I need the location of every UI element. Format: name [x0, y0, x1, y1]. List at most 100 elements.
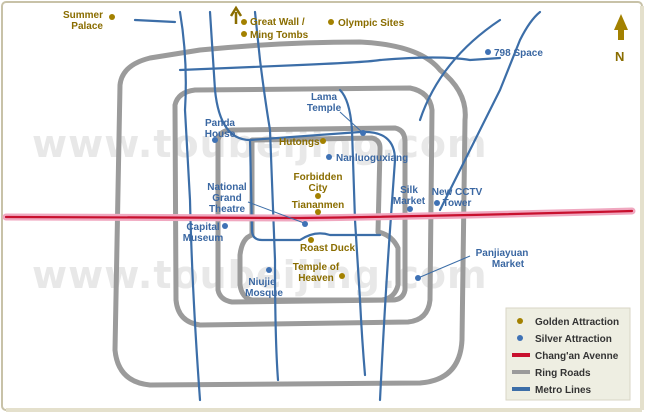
- attraction-label: Capital: [186, 222, 220, 233]
- attraction-panjiayuan-market[interactable]: Panjiayuan Market: [415, 248, 528, 281]
- attraction-label: Tower: [443, 198, 472, 209]
- attraction-niujie-mosque[interactable]: Niujie Mosque: [245, 267, 283, 299]
- attraction-label: Great Wall /: [250, 17, 305, 28]
- attraction-label: Summer: [63, 10, 103, 21]
- attraction-nanluoguxiang[interactable]: Nanluoguxiang: [326, 153, 408, 164]
- attraction-label: New CCTV: [432, 187, 483, 198]
- metro-line-6: [133, 18, 177, 24]
- legend-ring-swatch: [512, 370, 530, 374]
- attraction-label: City: [309, 183, 328, 194]
- legend-avenue-label: Chang'an Avenne: [535, 351, 619, 362]
- ring-road-2nd: [237, 135, 401, 303]
- changan-avenue: [4, 209, 634, 220]
- attraction-label: Grand: [212, 193, 241, 204]
- metro-line-7: [248, 138, 382, 242]
- golden-attraction-marker: [315, 193, 321, 199]
- attraction-label: 798 Space: [494, 48, 543, 59]
- attraction-798-space[interactable]: 798 Space: [485, 48, 543, 59]
- attraction-tiananmen[interactable]: Tiananmen: [292, 200, 345, 215]
- watermark-bottom: www.toubeijing.com: [32, 253, 488, 297]
- attraction-great-wall[interactable]: Great Wall / Ming Tombs: [229, 5, 309, 41]
- map-legend: Golden Attraction Silver Attraction Chan…: [505, 307, 631, 401]
- silver-attraction-marker: [212, 137, 218, 143]
- silver-attraction-marker: [266, 267, 272, 273]
- legend-ring-label: Ring Roads: [535, 368, 591, 379]
- silver-attraction-marker: [407, 206, 413, 212]
- leader-national-theatre: [247, 201, 305, 224]
- legend-avenue-swatch: [512, 353, 530, 357]
- attraction-label: Lama: [311, 92, 338, 103]
- attraction-national-grand-theatre[interactable]: National Grand Theatre: [207, 182, 308, 227]
- attraction-silk-market[interactable]: Silk Market: [393, 185, 426, 212]
- attraction-lama-temple[interactable]: Lama Temple: [307, 92, 366, 136]
- legend-silver-label: Silver Attraction: [535, 334, 612, 345]
- attraction-label: Heaven: [298, 273, 334, 284]
- metro-line-9: [418, 18, 502, 122]
- attraction-label: Roast Duck: [300, 243, 355, 254]
- legend-golden-marker: [517, 318, 523, 324]
- map-frame-shadow: [6, 408, 642, 412]
- metro-line-3: [253, 10, 280, 382]
- attraction-label: Temple: [307, 103, 342, 114]
- attraction-label: Olympic Sites: [338, 18, 405, 29]
- north-arrow-icon: [614, 14, 628, 40]
- attraction-label: Niujie: [248, 277, 276, 288]
- attraction-label: Market: [393, 196, 426, 207]
- attraction-capital-museum[interactable]: Capital Museum: [183, 222, 228, 244]
- golden-attraction-marker: [320, 138, 326, 144]
- golden-attraction-marker: [308, 237, 314, 243]
- ring-road-5th: [112, 39, 468, 388]
- attraction-olympic-sites[interactable]: Olympic Sites: [328, 18, 405, 29]
- golden-attraction-marker: [339, 273, 345, 279]
- attraction-summer-palace[interactable]: Summer Palace: [63, 10, 115, 32]
- silver-attraction-marker: [302, 221, 308, 227]
- attraction-label: Forbidden: [294, 172, 343, 183]
- golden-attraction-marker: [241, 19, 247, 25]
- ring-road-4th: [172, 85, 435, 328]
- silver-attraction-marker: [485, 49, 491, 55]
- legend-silver-marker: [517, 335, 523, 341]
- silver-attraction-marker: [434, 200, 440, 206]
- attraction-temple-of-heaven[interactable]: Temple of Heaven: [293, 262, 345, 284]
- golden-attraction-marker: [241, 31, 247, 37]
- attraction-roast-duck[interactable]: Roast Duck: [300, 237, 355, 254]
- attraction-label: Temple of: [293, 262, 340, 273]
- golden-attraction-marker: [328, 19, 334, 25]
- metro-line-8: [438, 10, 542, 212]
- silver-attraction-marker: [222, 223, 228, 229]
- silver-attraction-marker: [415, 275, 421, 281]
- map-frame-shadow-right: [640, 6, 644, 410]
- attraction-label: House: [205, 129, 236, 140]
- attraction-label: Panjiayuan: [476, 248, 529, 259]
- leader-panjiayuan: [417, 255, 471, 279]
- attraction-forbidden-city[interactable]: Forbidden City: [294, 172, 343, 199]
- attraction-label: Nanluoguxiang: [336, 153, 408, 164]
- attraction-label: Theatre: [209, 204, 246, 215]
- attraction-label: National: [207, 182, 247, 193]
- attraction-label: Ming Tombs: [250, 30, 309, 41]
- metro-line-1: [178, 10, 202, 402]
- metro-line-2: [208, 10, 397, 402]
- leader-lama-temple: [339, 111, 364, 134]
- silver-attraction-marker: [326, 154, 332, 160]
- legend-metro-swatch: [512, 387, 530, 391]
- legend-metro-label: Metro Lines: [535, 385, 592, 396]
- north-label: N: [615, 49, 624, 64]
- arrow-up-icon: [229, 5, 243, 24]
- golden-attraction-marker: [315, 209, 321, 215]
- attraction-label: Palace: [71, 21, 103, 32]
- attraction-label: Panda: [205, 118, 235, 129]
- attraction-label: Silk: [400, 185, 418, 196]
- attraction-new-cctv-tower[interactable]: New CCTV Tower: [432, 187, 483, 209]
- attraction-label: Market: [492, 259, 525, 270]
- golden-attraction-marker: [109, 14, 115, 20]
- legend-golden-label: Golden Attraction: [535, 317, 619, 328]
- attraction-label: Museum: [183, 233, 224, 244]
- attraction-label: Mosque: [245, 288, 283, 299]
- attraction-label: Tiananmen: [292, 200, 345, 211]
- north-arrow: N: [614, 14, 628, 64]
- attraction-panda-house[interactable]: Panda House: [205, 118, 236, 143]
- silver-attraction-marker: [360, 130, 366, 136]
- attraction-hutongs[interactable]: Hutongs: [279, 137, 326, 148]
